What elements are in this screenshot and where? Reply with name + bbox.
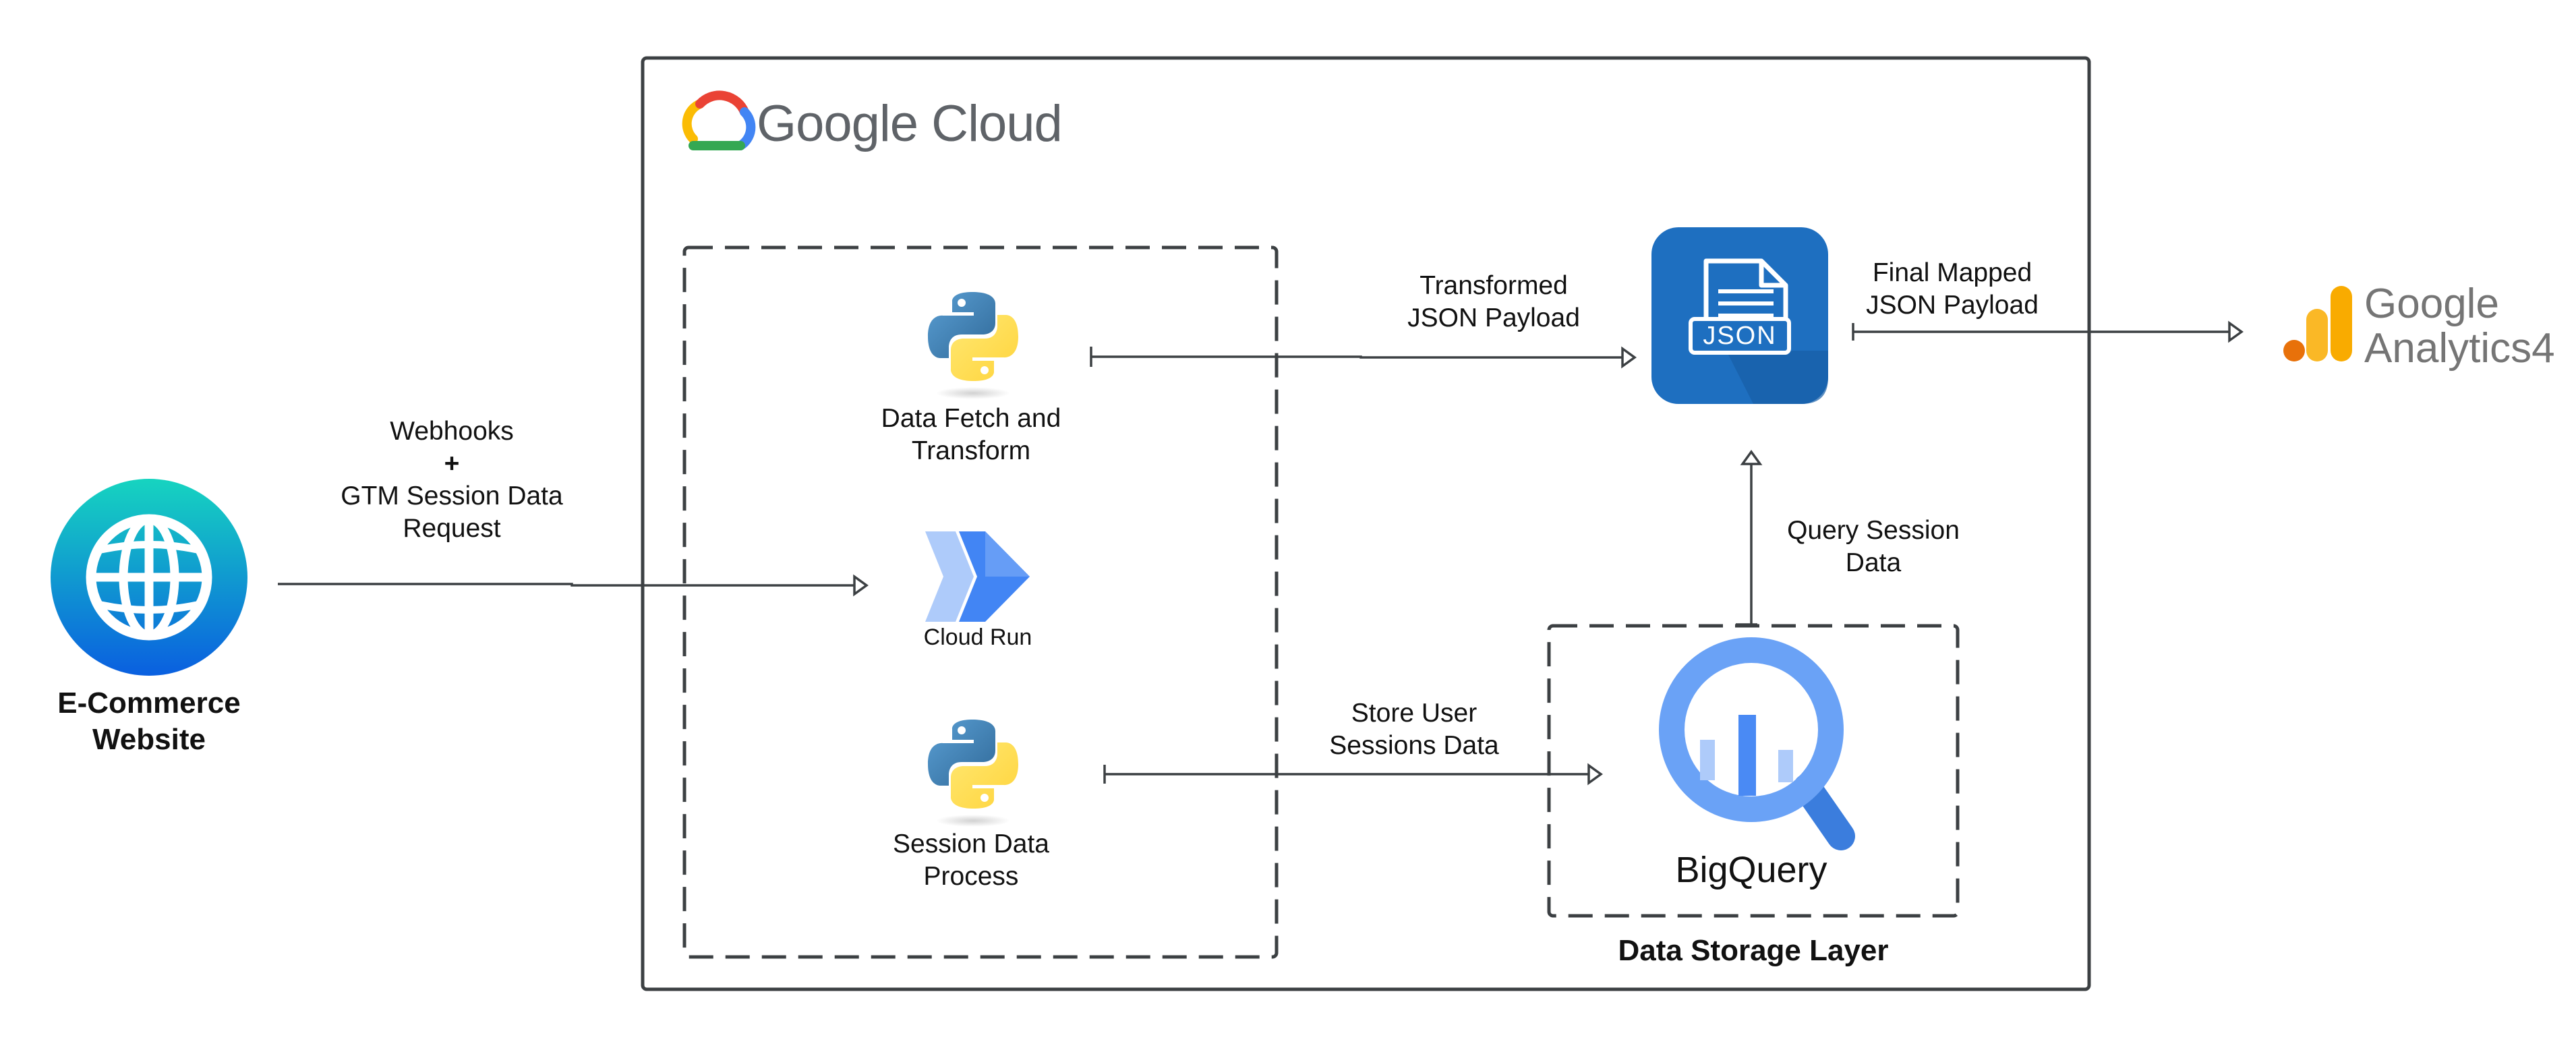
ga-line2: Analytics4 xyxy=(2364,326,2555,371)
python-icon-fetch xyxy=(928,292,1018,399)
website-label-line1: E-Commerce xyxy=(57,687,241,720)
final-line2: JSON Payload xyxy=(1866,291,2039,320)
fetch-label: Data Fetch and Transform xyxy=(836,403,1106,467)
google-analytics-icon xyxy=(2283,286,2352,361)
bigquery-label: BigQuery xyxy=(1675,850,1827,890)
session-line2: Process xyxy=(923,862,1019,891)
query-line1: Query Session xyxy=(1787,516,1960,545)
session-line1: Session Data xyxy=(893,829,1049,858)
webhooks-line3: GTM Session Data xyxy=(341,482,563,511)
website-label: E-Commerce Website xyxy=(48,685,250,758)
final-label: Final Mapped JSON Payload xyxy=(1817,257,2087,322)
json-icon xyxy=(1651,227,1828,404)
data-storage-label: Data Storage Layer xyxy=(1618,934,1889,967)
google-cloud-logo-icon xyxy=(682,90,756,150)
google-cloud-brand: Google Cloud xyxy=(757,95,1063,152)
final-line1: Final Mapped xyxy=(1872,258,2032,287)
query-label: Query Session Data xyxy=(1738,515,2008,579)
webhooks-line4: Request xyxy=(403,514,501,543)
query-line2: Data xyxy=(1845,548,1902,577)
compute-group xyxy=(682,245,1279,959)
webhooks-line1: Webhooks xyxy=(390,417,514,446)
ga-analytics: Analytics xyxy=(2364,325,2532,372)
cloud-run-label: Cloud Run xyxy=(923,624,1032,650)
connectors xyxy=(278,320,2244,786)
fetch-line2: Transform xyxy=(911,436,1031,465)
webhooks-label: Webhooks + GTM Session Data Request xyxy=(317,415,587,545)
bigquery-icon xyxy=(1659,637,1855,850)
session-label: Session Data Process xyxy=(836,828,1106,893)
store-line1: Store User xyxy=(1351,699,1477,728)
store-line2: Sessions Data xyxy=(1329,731,1499,760)
webhooks-line2: + xyxy=(444,449,460,478)
transformed-label: Transformed JSON Payload xyxy=(1359,270,1629,334)
json-icon-label: JSON xyxy=(1703,322,1776,350)
store-label: Store User Sessions Data xyxy=(1279,697,1549,762)
ga-line1: Google xyxy=(2364,281,2499,327)
cloud-run-icon xyxy=(925,531,1030,622)
transformed-line1: Transformed xyxy=(1419,271,1568,300)
google-cloud-frame xyxy=(641,56,2091,991)
website-label-line2: Website xyxy=(92,723,206,756)
google-analytics-brand: Google Analytics4 xyxy=(2364,282,2555,371)
data-storage-group xyxy=(1547,624,1960,918)
fetch-line1: Data Fetch and xyxy=(881,404,1061,433)
transformed-line2: JSON Payload xyxy=(1407,303,1580,332)
python-icon-session xyxy=(928,720,1018,827)
ga-version: 4 xyxy=(2531,325,2555,372)
globe-icon xyxy=(51,479,247,676)
